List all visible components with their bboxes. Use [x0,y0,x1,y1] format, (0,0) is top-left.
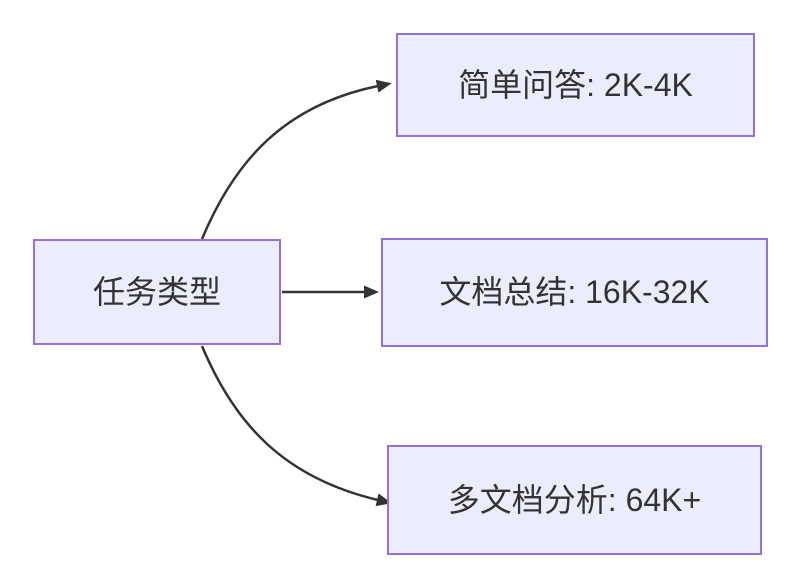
node-multi-doc-analysis: 多文档分析: 64K+ [387,445,762,555]
node-doc-summary: 文档总结: 16K-32K [381,238,768,347]
node-doc-summary-label: 文档总结: 16K-32K [439,274,710,311]
edge-root-to-branch-2 [200,345,392,507]
node-task-type: 任务类型 [33,239,281,345]
node-simple-qa-label: 简单问答: 2K-4K [458,66,693,103]
node-task-type-label: 任务类型 [92,273,221,310]
node-simple-qa: 简单问答: 2K-4K [396,33,755,137]
edge-root-to-branch-0 [200,79,392,240]
node-multi-doc-analysis-label: 多文档分析: 64K+ [447,481,702,518]
